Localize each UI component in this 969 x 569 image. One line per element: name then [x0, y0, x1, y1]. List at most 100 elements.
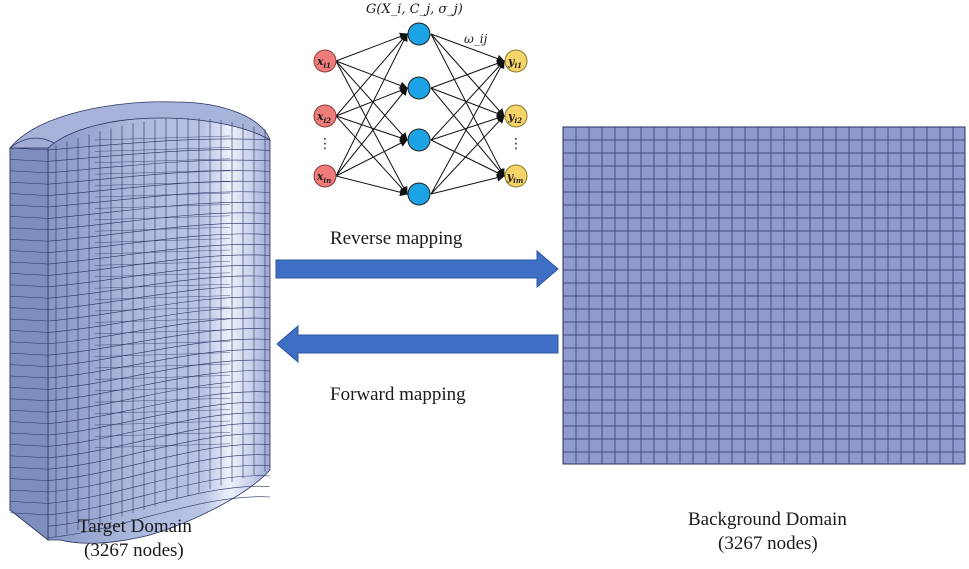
- grid-line: [47, 254, 271, 276]
- grid-line: [47, 412, 271, 447]
- network-edge: [335, 139, 408, 177]
- grid-line: [9, 181, 49, 185]
- grid-line: [94, 318, 231, 323]
- grid-line: [47, 233, 271, 253]
- network-edge: [430, 60, 505, 141]
- grid-line: [47, 265, 271, 288]
- grid-line: [9, 147, 49, 151]
- network-edge: [430, 87, 505, 177]
- grid-line: [9, 387, 49, 390]
- grid-line: [47, 454, 271, 493]
- grid-line: [9, 398, 49, 402]
- input-node: [313, 104, 337, 128]
- grid-line: [9, 307, 49, 310]
- network-edge: [335, 115, 408, 142]
- grid-line: [47, 359, 271, 390]
- grid-line: [94, 272, 231, 277]
- grid-line: [94, 238, 231, 243]
- reverse-mapping-label: Reverse mapping: [330, 228, 463, 249]
- grid-line: [94, 306, 231, 312]
- grid-line: [9, 193, 49, 196]
- network-edge: [430, 139, 505, 177]
- output-node: [504, 104, 528, 128]
- grid-line: [9, 295, 49, 299]
- grid-line: [94, 227, 231, 232]
- grid-line: [9, 238, 49, 242]
- grid-line: [9, 455, 49, 459]
- ellipsis: ⋮: [509, 136, 523, 152]
- grid-line: [47, 328, 271, 356]
- background-domain-title: Background Domain: [688, 509, 847, 530]
- grid-line: [47, 191, 271, 208]
- grid-line: [47, 370, 271, 402]
- grid-line: [9, 273, 49, 276]
- grid-line: [94, 170, 231, 175]
- grid-line: [94, 398, 231, 403]
- grid-line: [47, 422, 271, 459]
- target-domain-title: Target Domain: [78, 516, 192, 537]
- network-edge: [430, 59, 505, 89]
- shell-grid-lines: [9, 118, 271, 538]
- reverse-mapping-arrow: [275, 249, 559, 289]
- grid-line: [47, 296, 271, 322]
- grid-line: [47, 223, 271, 242]
- grid-line: [47, 475, 271, 516]
- grid-line: [9, 352, 49, 356]
- network-edge: [430, 87, 505, 118]
- grid-line: [9, 250, 49, 253]
- grid-line: [9, 432, 49, 436]
- network-edge: [430, 173, 505, 195]
- grid-line: [94, 420, 231, 426]
- grid-line: [47, 149, 271, 162]
- grid-line: [47, 485, 271, 527]
- network-edge: [335, 87, 408, 177]
- network-edge: [430, 60, 505, 195]
- grid-line: [47, 307, 271, 333]
- grid-line: [9, 501, 49, 504]
- grid-line: [94, 261, 231, 266]
- shell-cut-edge: [9, 147, 49, 541]
- grid-line: [9, 170, 49, 174]
- grid-line: [47, 159, 271, 174]
- grid-line: [47, 349, 271, 379]
- grid-line: [47, 401, 271, 436]
- network-edge: [430, 115, 505, 195]
- grid-line: [47, 391, 271, 424]
- weight-label: ω_ij: [464, 32, 488, 46]
- grid-line: [47, 443, 271, 481]
- grid-line: [47, 317, 271, 345]
- grid-line: [9, 204, 49, 208]
- grid-line: [47, 275, 271, 299]
- grid-line: [9, 512, 49, 516]
- grid-line: [9, 284, 49, 288]
- grid-line: [47, 180, 271, 196]
- grid-line: [9, 216, 49, 219]
- grid-line: [47, 244, 271, 265]
- network-edge: [335, 60, 408, 141]
- grid-line: [94, 135, 231, 141]
- grid-line: [9, 261, 49, 265]
- grid-line: [47, 138, 271, 151]
- forward-mapping-label: Forward mapping: [330, 384, 466, 405]
- grid-line: [94, 284, 231, 289]
- input-node: [313, 49, 337, 73]
- grid-line: [47, 201, 271, 219]
- hidden-node: [407, 22, 431, 46]
- background-grid-lines: [563, 127, 965, 464]
- background-domain-mesh: [562, 126, 966, 465]
- network-edge: [335, 86, 408, 117]
- network-edge: [430, 33, 505, 177]
- network-edge: [335, 115, 408, 195]
- grid-line: [94, 432, 231, 437]
- grid-line: [94, 215, 231, 220]
- ellipsis: ⋮: [318, 136, 332, 152]
- grid-line: [94, 409, 231, 414]
- network-formula: G(X_i, C_j, σ_j): [366, 2, 463, 17]
- grid-line: [9, 444, 49, 447]
- grid-line: [9, 478, 49, 481]
- network-edge: [335, 33, 408, 177]
- network-edge: [335, 33, 408, 117]
- hidden-node: [407, 182, 431, 206]
